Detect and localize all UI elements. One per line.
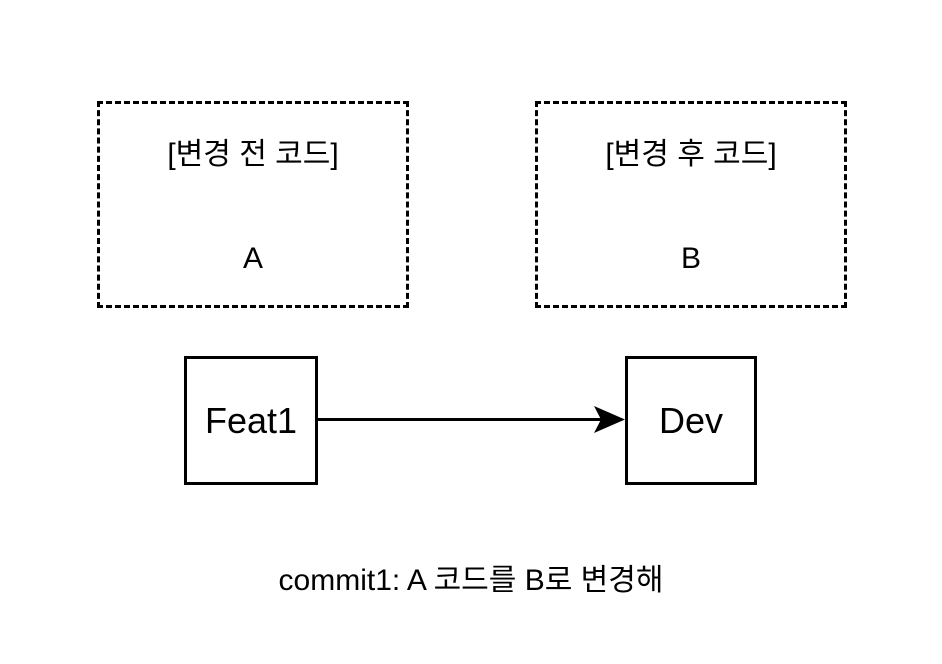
branch-node-feat1-label: Feat1 <box>204 399 298 441</box>
code-box-after-body: B <box>680 242 701 275</box>
merge-arrow-head-icon <box>594 406 625 433</box>
branch-node-dev: Dev <box>625 356 757 485</box>
code-box-before-body: A <box>242 242 263 275</box>
diagram-caption: commit1: A 코드를 B로 변경해 <box>278 564 664 597</box>
branch-node-dev-label: Dev <box>658 399 724 441</box>
code-box-before: [변경 전 코드] A <box>97 101 409 308</box>
branch-node-feat1: Feat1 <box>184 356 318 485</box>
code-box-after: [변경 후 코드] B <box>535 101 847 308</box>
code-box-after-title: [변경 후 코드] <box>605 138 777 171</box>
code-box-before-title: [변경 전 코드] <box>167 138 339 171</box>
merge-arrow <box>317 406 625 433</box>
